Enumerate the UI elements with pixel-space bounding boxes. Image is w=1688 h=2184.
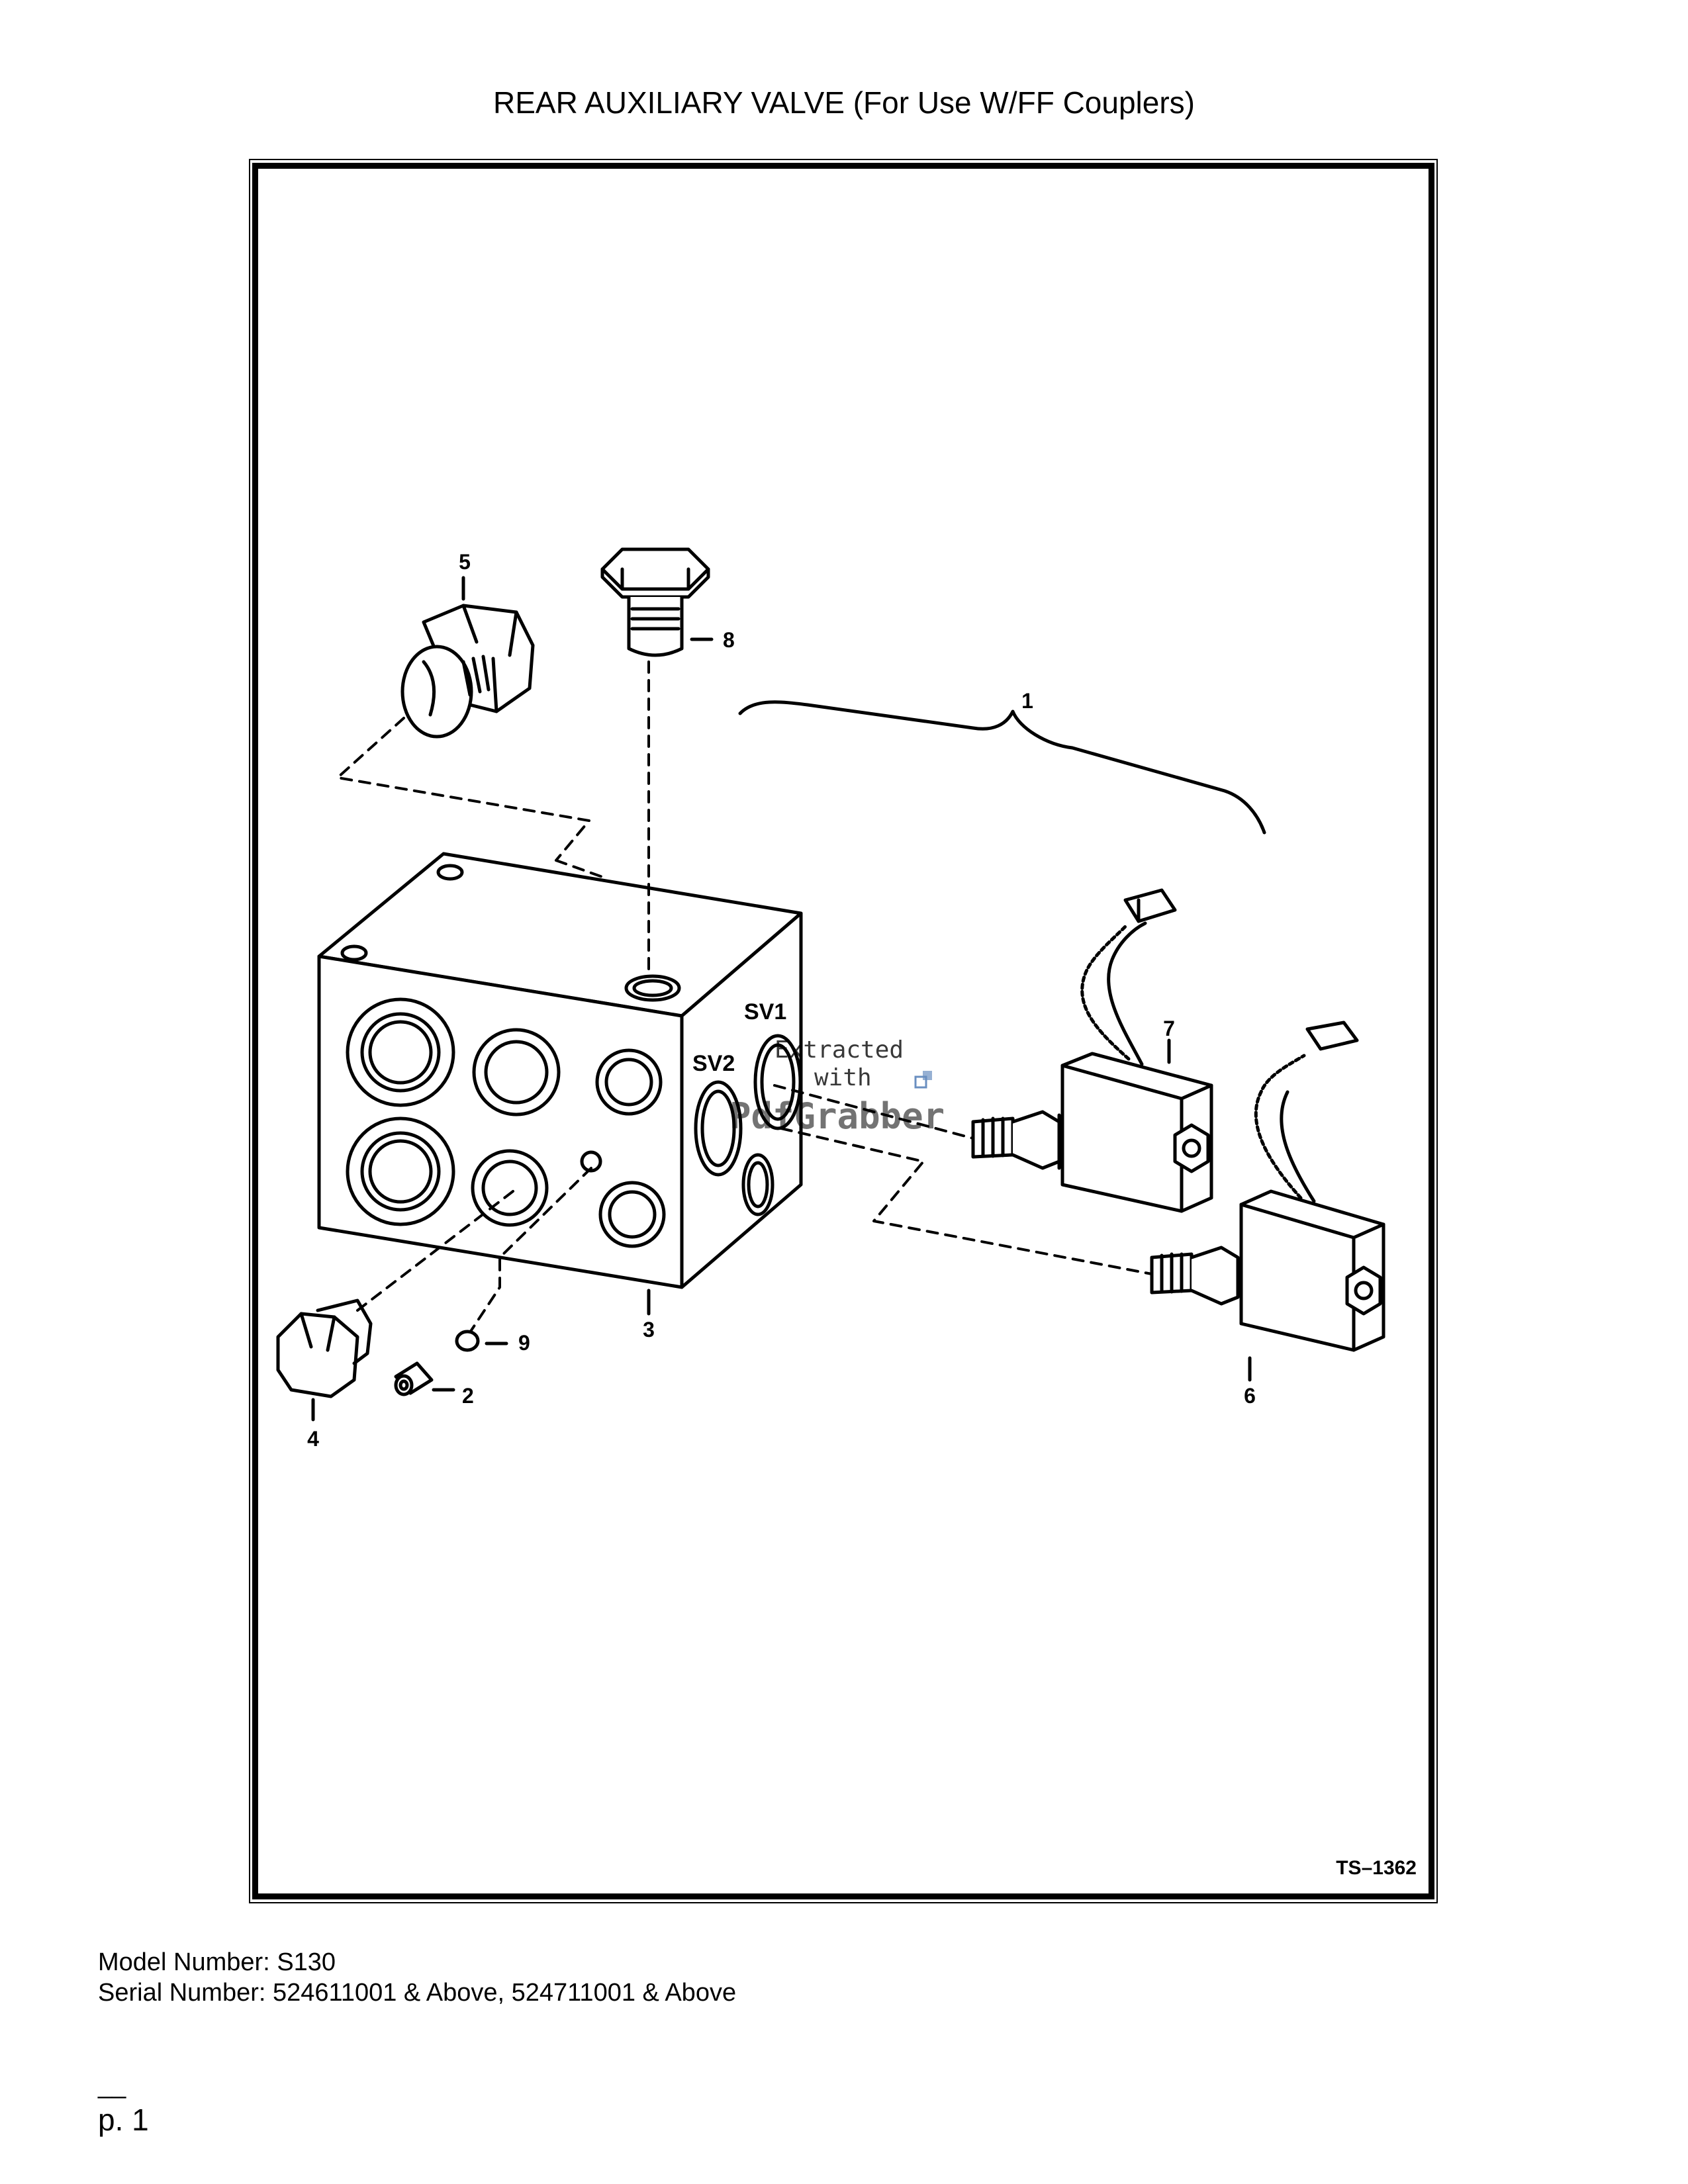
callout-3: 3 [643,1318,655,1342]
footer-rule: __ [98,2071,126,2099]
fitting-part-5 [400,576,535,739]
callout-6: 6 [1244,1384,1256,1408]
page-number: p. 1 [98,2103,149,2137]
port-label-sv2: SV2 [692,1051,735,1076]
callout-2: 2 [462,1384,474,1408]
watermark-line-2: with [814,1064,872,1091]
callout-1: 1 [1021,689,1033,713]
page-title: REAR AUXILIARY VALVE (For Use W/FF Coupl… [493,85,1195,120]
callout-8: 8 [723,628,735,652]
diagram-frame [252,163,1434,1899]
solenoid-valve-6 [1150,1021,1385,1352]
model-number: Model Number: S130 [98,1948,336,1976]
screw-part-2 [394,1361,455,1396]
callout-9: 9 [518,1331,530,1355]
watermark-line-3: PdfGrabber [729,1095,945,1137]
bolt-part-8 [600,547,714,657]
callout-7: 7 [1163,1017,1175,1040]
solenoid-valve-7 [971,888,1213,1213]
diagram-frame-outer [249,159,1438,1903]
watermark-line-1: Extracted [774,1036,904,1064]
watermark: Extracted with PdfGrabber [729,1036,945,1137]
callout-5: 5 [459,550,471,574]
oring-part-9 [455,1330,508,1352]
watermark-logo-icon [914,1075,927,1089]
serial-number: Serial Number: 524611001 & Above, 524711… [98,1979,737,2007]
figure-id: TS–1362 [1336,1857,1417,1879]
callout-4: 4 [307,1427,319,1451]
valve-block [317,852,803,1289]
plug-part-4 [276,1298,373,1422]
port-label-sv1: SV1 [744,999,786,1024]
